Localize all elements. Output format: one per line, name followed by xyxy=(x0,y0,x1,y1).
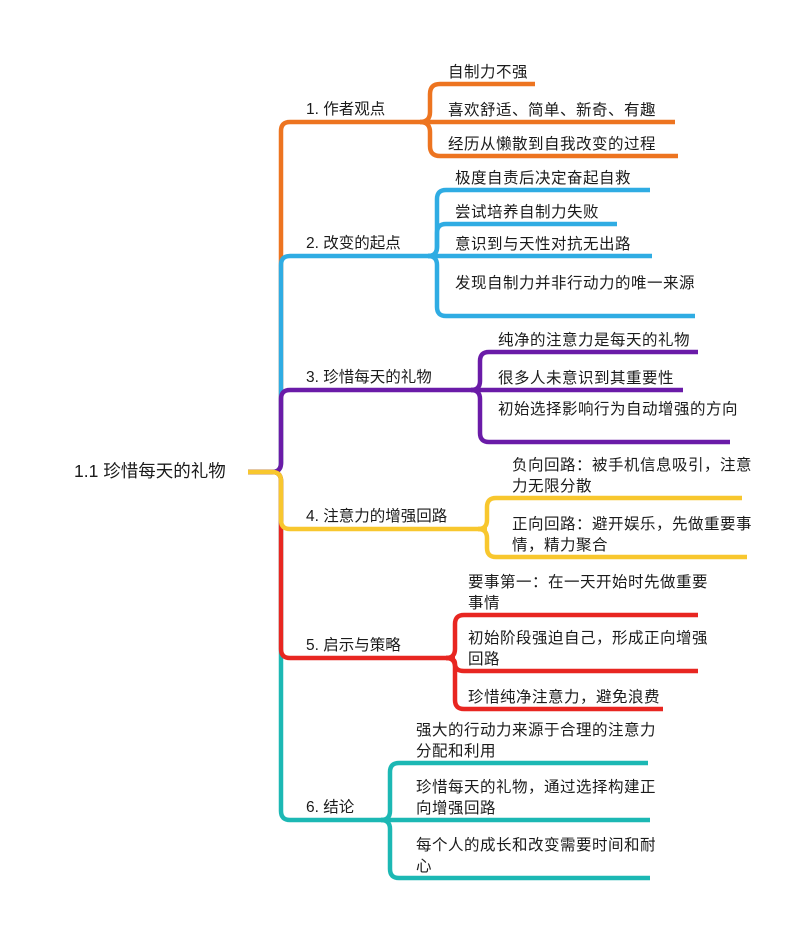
branch-node-cherish-gift[interactable]: 3. 珍惜每天的礼物 xyxy=(306,369,432,386)
branch-4-child-2-connector xyxy=(477,526,747,560)
child-node[interactable]: 意识到与天性对抗无出路 xyxy=(455,236,632,253)
branch-node-author-views[interactable]: 1. 作者观点 xyxy=(306,101,386,118)
branch-4-connector xyxy=(248,469,487,532)
child-node[interactable]: 自制力不强 xyxy=(448,64,529,81)
child-node[interactable]: 珍惜每天的礼物，通过选择构建正向增强回路 xyxy=(416,779,657,817)
child-node[interactable]: 负向回路：被手机信息吸引，注意力无限分散 xyxy=(512,457,753,495)
branch-6-child-3-connector xyxy=(380,817,650,881)
child-node[interactable]: 珍惜纯净注意力，避免浪费 xyxy=(468,689,661,706)
child-node[interactable]: 极度自责后决定奋起自救 xyxy=(455,170,632,187)
branch-3-child-3-connector xyxy=(470,387,730,445)
branch-node-conclusion[interactable]: 6. 结论 xyxy=(306,799,355,816)
child-node[interactable]: 发现自制力并非行动力的唯一来源 xyxy=(455,275,696,292)
child-node[interactable]: 很多人未意识到其重要性 xyxy=(498,370,675,387)
branch-node-strategies[interactable]: 5. 启示与策略 xyxy=(306,637,401,654)
child-node[interactable]: 每个人的成长和改变需要时间和耐心 xyxy=(416,837,657,875)
child-node[interactable]: 初始阶段强迫自己，形成正向增强回路 xyxy=(468,630,709,668)
child-node[interactable]: 尝试培养自制力失败 xyxy=(455,204,600,221)
child-node[interactable]: 经历从懒散到自我改变的过程 xyxy=(448,136,657,153)
child-node[interactable]: 正向回路：避开娱乐，先做重要事情，精力聚合 xyxy=(512,516,753,554)
branch-node-change-start[interactable]: 2. 改变的起点 xyxy=(306,235,401,252)
root-node[interactable]: 1.1 珍惜每天的礼物 xyxy=(74,461,226,481)
child-node[interactable]: 强大的行动力来源于合理的注意力分配和利用 xyxy=(416,722,657,760)
child-node[interactable]: 喜欢舒适、简单、新奇、有趣 xyxy=(448,102,657,119)
child-node[interactable]: 初始选择影响行为自动增强的方向 xyxy=(498,401,739,418)
child-node[interactable]: 要事第一：在一天开始时先做重要事情 xyxy=(468,574,709,612)
child-node[interactable]: 纯净的注意力是每天的礼物 xyxy=(498,332,691,349)
branch-2-child-4-connector xyxy=(427,253,695,319)
branch-5-child-3-connector xyxy=(445,655,663,712)
branch-node-attention-loop[interactable]: 4. 注意力的增强回路 xyxy=(306,508,448,525)
branch-1-child-3-connector xyxy=(419,119,678,159)
